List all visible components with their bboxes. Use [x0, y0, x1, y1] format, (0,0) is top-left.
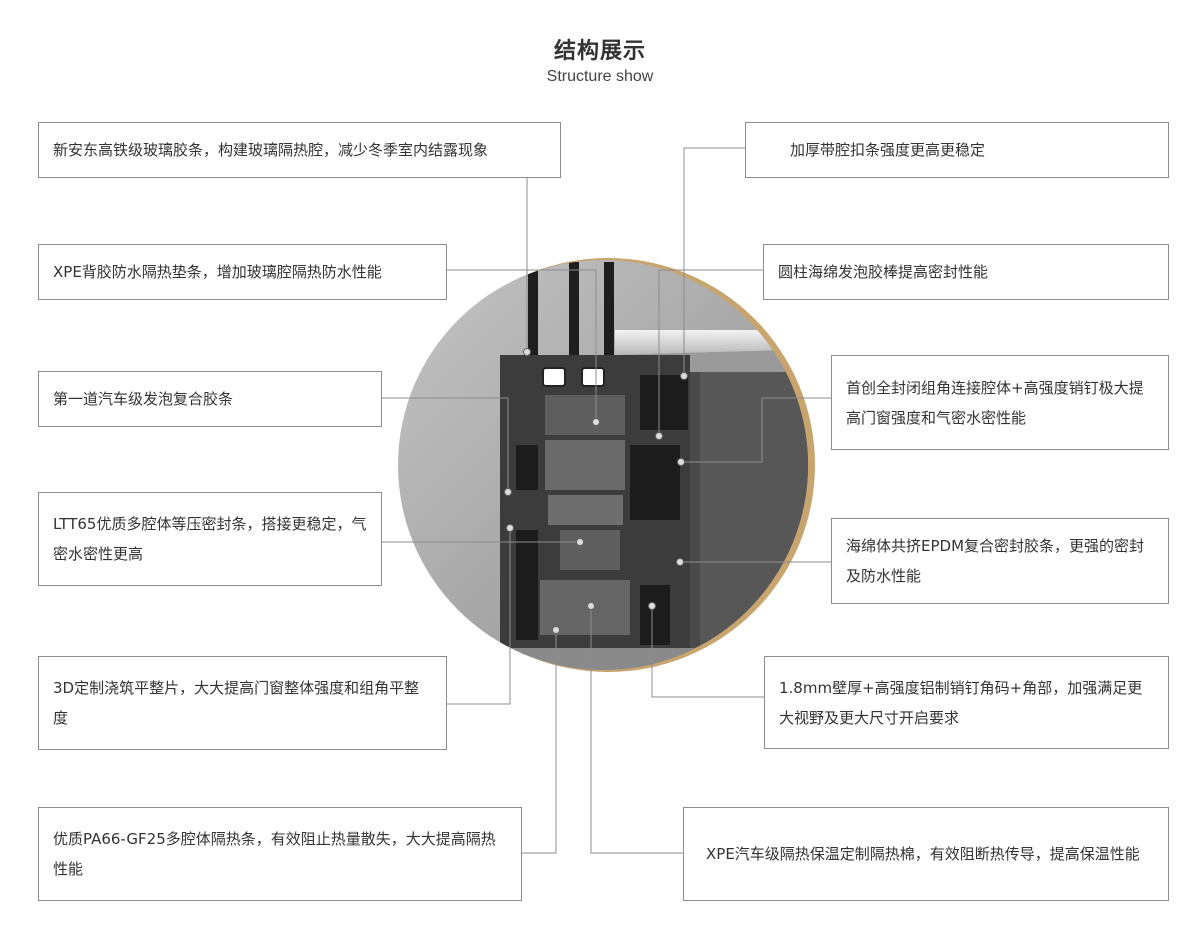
callout-text: 第一道汽车级发泡复合胶条 — [53, 390, 234, 408]
callout-text: 3D定制浇筑平整片，大大提高门窗整体强度和组角平整度 — [53, 679, 420, 727]
callout-glass-seal: 新安东高铁级玻璃胶条，构建玻璃隔热腔，减少冬季室内结露现象 — [38, 122, 561, 178]
callout-ltt65-seal: LTT65优质多腔体等压密封条，搭接更稳定，气密水密性更高 — [38, 492, 382, 586]
callout-xpe-insulation: XPE汽车级隔热保温定制隔热棉，有效阻断热传导，提高保温性能 — [683, 807, 1169, 901]
callout-epdm-seal: 海绵体共挤EPDM复合密封胶条，更强的密封及防水性能 — [831, 518, 1169, 604]
callout-first-seal: 第一道汽车级发泡复合胶条 — [38, 371, 382, 427]
page-title: 结构展示 — [553, 39, 646, 64]
callout-text: 1.8mm壁厚+高强度铝制销钉角码+角部，加强满足更大视野及更大尺寸开启要求 — [779, 678, 1143, 727]
callout-wall-thickness: 1.8mm壁厚+高强度铝制销钉角码+角部，加强满足更大视野及更大尺寸开启要求 — [764, 656, 1169, 749]
callout-text: 优质PA66-GF25多腔体隔热条，有效阻止热量散失，大大提高隔热性能 — [53, 830, 496, 878]
callout-text: XPE汽车级隔热保温定制隔热棉，有效阻断热传导，提高保温性能 — [706, 845, 1140, 863]
callout-text: 加厚带腔扣条强度更高更稳定 — [790, 141, 986, 159]
callout-text: XPE背胶防水隔热垫条，增加玻璃腔隔热防水性能 — [53, 263, 382, 281]
page-subtitle: Structure show — [546, 68, 654, 85]
callout-corner-cavity: 首创全封闭组角连接腔体+高强度销钉极大提高门窗强度和气密水密性能 — [831, 355, 1169, 450]
callout-dots — [504, 348, 688, 634]
callout-3d-plate: 3D定制浇筑平整片，大大提高门窗整体强度和组角平整度 — [38, 656, 447, 750]
callout-text: 圆柱海绵发泡胶棒提高密封性能 — [778, 263, 989, 281]
callout-sponge-rod: 圆柱海绵发泡胶棒提高密封性能 — [763, 244, 1169, 300]
callout-text: 海绵体共挤EPDM复合密封胶条，更强的密封及防水性能 — [846, 537, 1145, 585]
leader-lines — [382, 147, 831, 854]
callout-text: LTT65优质多腔体等压密封条，搭接更稳定，气密水密性更高 — [53, 515, 367, 563]
callout-xpe-pad: XPE背胶防水隔热垫条，增加玻璃腔隔热防水性能 — [38, 244, 447, 300]
callout-pa66-strip: 优质PA66-GF25多腔体隔热条，有效阻止热量散失，大大提高隔热性能 — [38, 807, 522, 901]
callout-text: 新安东高铁级玻璃胶条，构建玻璃隔热腔，减少冬季室内结露现象 — [53, 141, 489, 159]
callout-text: 首创全封闭组角连接腔体+高强度销钉极大提高门窗强度和气密水密性能 — [846, 378, 1144, 427]
callout-thick-bead: 加厚带腔扣条强度更高更稳定 — [745, 122, 1169, 178]
